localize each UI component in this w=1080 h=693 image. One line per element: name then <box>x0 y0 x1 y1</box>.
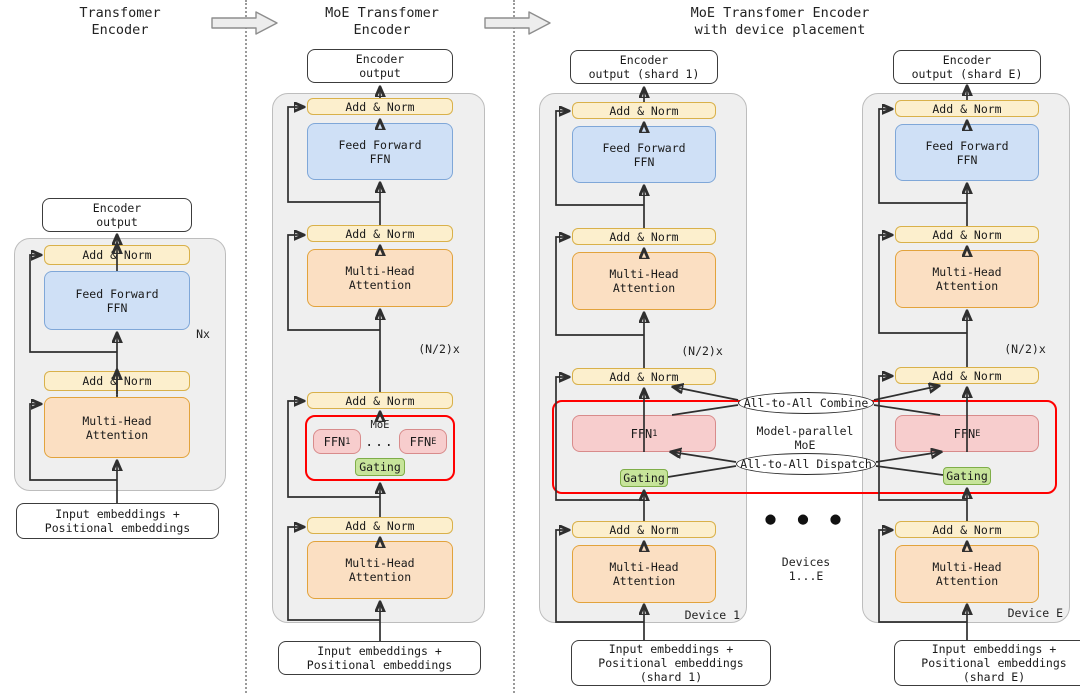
panel2-gating: Gating <box>355 458 405 476</box>
panel2-multi-head-attention-1: Multi-Head Attention <box>307 249 453 307</box>
panel2-feed-forward: Feed Forward FFN <box>307 123 453 180</box>
devices-caption: Devices 1...E <box>781 555 831 583</box>
panel2-expert-ellipsis: ... <box>365 435 395 450</box>
devices-ellipsis-dots: ● ● ● <box>765 509 847 529</box>
deviceE-repeat-label: (N/2)x <box>1004 342 1046 356</box>
panel2-input-embeddings: Input embeddings + Positional embeddings <box>278 641 481 675</box>
deviceE-add-norm-2: Add & Norm <box>895 226 1039 243</box>
device1-encoder-output: Encoder output (shard 1) <box>570 50 718 84</box>
deviceE-input-embeddings: Input embeddings + Positional embeddings… <box>894 640 1080 686</box>
deviceE-multi-head-attention-1: Multi-Head Attention <box>895 250 1039 308</box>
device1-feed-forward: Feed Forward FFN <box>572 126 716 183</box>
panel-divider-2 <box>513 0 515 693</box>
panel2-add-norm-2: Add & Norm <box>307 225 453 242</box>
panel2-expert-ffn-e-sub: E <box>431 436 437 447</box>
deviceE-add-norm-1: Add & Norm <box>895 100 1039 117</box>
panel2-repeat-label: (N/2)x <box>418 342 460 356</box>
panel2-add-norm-4: Add & Norm <box>307 517 453 534</box>
device1-add-norm-3: Add & Norm <box>572 368 716 385</box>
deviceE-encoder-output: Encoder output (shard E) <box>893 50 1041 84</box>
device1-gating: Gating <box>620 469 668 487</box>
panel2-add-norm-3: Add & Norm <box>307 392 453 409</box>
device1-multi-head-attention-2: Multi-Head Attention <box>572 545 716 603</box>
deviceE-add-norm-4: Add & Norm <box>895 521 1039 538</box>
panel1-input-embeddings: Input embeddings + Positional embeddings <box>16 503 219 539</box>
model-parallel-moe-caption: Model-parallel MoE <box>756 424 854 452</box>
deviceE-expert-label: FFN <box>953 426 976 441</box>
device1-add-norm-1: Add & Norm <box>572 102 716 119</box>
panel2-expert-ffn-1-label: FFN <box>323 434 346 449</box>
device1-input-embeddings: Input embeddings + Positional embeddings… <box>571 640 771 686</box>
panel1-title: Transfomer Encoder <box>79 5 161 38</box>
panel2-multi-head-attention-2: Multi-Head Attention <box>307 541 453 599</box>
transition-arrow-1 <box>211 11 278 35</box>
panel3-title: MoE Transfomer Encoder with device place… <box>690 5 870 38</box>
device1-add-norm-4: Add & Norm <box>572 521 716 538</box>
panel2-title: MoE Transfomer Encoder <box>325 5 439 38</box>
panel2-expert-ffn-e-label: FFN <box>409 434 432 449</box>
deviceE-gating: Gating <box>943 467 991 485</box>
panel2-encoder-output: Encoder output <box>307 49 453 83</box>
panel1-feed-forward: Feed Forward FFN <box>44 271 190 330</box>
all-to-all-dispatch-callout: All-to-All Dispatch <box>736 453 876 475</box>
device1-expert-sub: 1 <box>652 428 658 439</box>
deviceE-multi-head-attention-2: Multi-Head Attention <box>895 545 1039 603</box>
deviceE-feed-forward: Feed Forward FFN <box>895 124 1039 181</box>
all-to-all-combine-callout: All-to-All Combine <box>738 392 874 414</box>
deviceE-expert-sub: E <box>975 428 981 439</box>
panel2-add-norm-1: Add & Norm <box>307 98 453 115</box>
panel1-repeat-label: Nx <box>196 327 210 341</box>
device1-add-norm-2: Add & Norm <box>572 228 716 245</box>
device1-name-label: Device 1 <box>684 608 740 622</box>
panel-divider-1 <box>245 0 247 693</box>
deviceE-name-label: Device E <box>1007 606 1063 620</box>
deviceE-add-norm-3: Add & Norm <box>895 367 1039 384</box>
panel1-multi-head-attention: Multi-Head Attention <box>44 397 190 458</box>
device1-expert-label: FFN <box>630 426 653 441</box>
device1-multi-head-attention-1: Multi-Head Attention <box>572 252 716 310</box>
transition-arrow-2 <box>484 11 551 35</box>
panel1-encoder-output: Encoder output <box>42 198 192 232</box>
device1-repeat-label: (N/2)x <box>681 344 723 358</box>
panel2-expert-ffn-1-sub: 1 <box>345 436 351 447</box>
